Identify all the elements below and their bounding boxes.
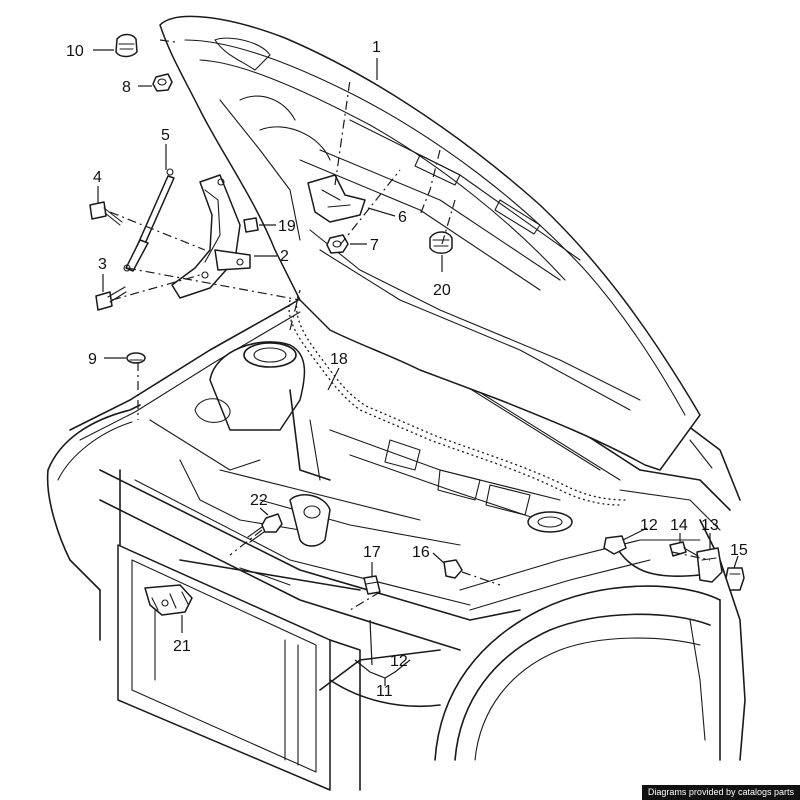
nut-7	[326, 234, 349, 254]
callout-16: 16	[412, 544, 430, 561]
callout-19: 19	[278, 218, 296, 235]
cap-9	[126, 352, 146, 364]
callout-10: 10	[66, 43, 84, 60]
bolt-4	[89, 201, 123, 226]
callout-14: 14	[670, 517, 688, 534]
clip-16	[443, 559, 463, 579]
clip-10	[115, 33, 138, 58]
callout-9: 9	[88, 351, 97, 368]
callout-3: 3	[98, 256, 107, 273]
callout-labels: 10 8 1 5 4 19 2 3 6 7 20 9 18 22 21 17 1…	[66, 39, 748, 700]
leader-lines	[93, 49, 739, 686]
hood-seal	[288, 295, 627, 506]
assembly-axes	[109, 39, 711, 611]
bracket-13	[696, 547, 723, 583]
latch-21	[144, 584, 193, 616]
callout-21: 21	[173, 638, 191, 655]
callout-20: 20	[433, 282, 451, 299]
callout-7: 7	[370, 237, 379, 254]
callout-15: 15	[730, 542, 748, 559]
clip-17	[363, 575, 381, 595]
callout-6: 6	[398, 209, 407, 226]
bumper-20	[429, 231, 453, 254]
callout-5: 5	[161, 127, 170, 144]
bolt-3	[95, 286, 127, 311]
bolt-14	[669, 541, 699, 557]
callout-12-bottom: 12	[390, 653, 408, 670]
callout-1: 1	[372, 39, 381, 56]
callout-22: 22	[250, 492, 268, 509]
pin-15	[725, 567, 745, 591]
lock-6	[307, 174, 366, 223]
callout-12-right: 12	[640, 517, 658, 534]
cable-12	[603, 535, 701, 578]
nut-8	[152, 73, 173, 92]
callout-18: 18	[330, 351, 348, 368]
callout-4: 4	[93, 169, 102, 186]
bolt-22	[247, 513, 283, 543]
callout-17: 17	[363, 544, 381, 561]
callout-11: 11	[376, 683, 393, 700]
nut-19	[243, 217, 259, 233]
hinge-assembly	[123, 168, 251, 299]
callout-13: 13	[701, 517, 719, 534]
image-credit: Diagrams provided by catalogs parts	[641, 785, 800, 800]
callout-8: 8	[122, 79, 131, 96]
callout-2: 2	[280, 248, 289, 265]
